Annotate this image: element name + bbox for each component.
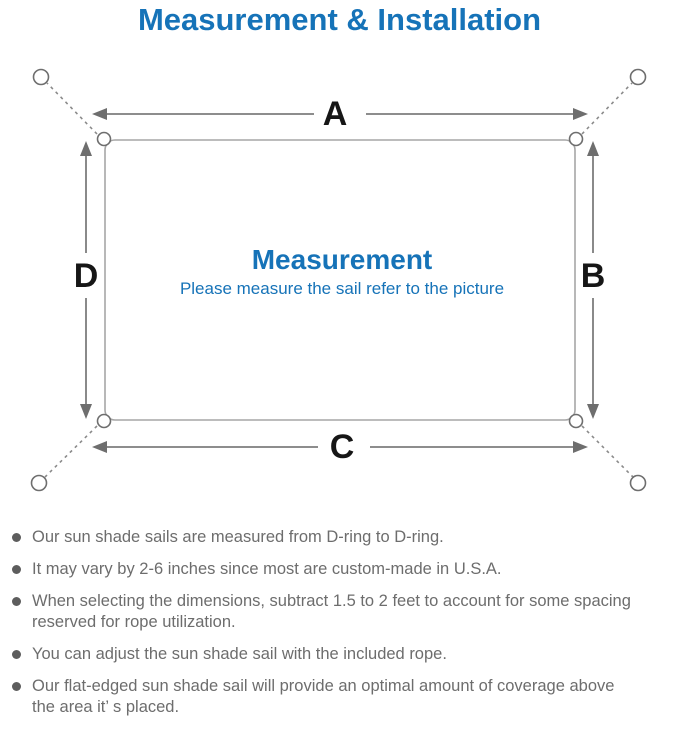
bullet-dot-icon xyxy=(12,565,21,574)
note-text: You can adjust the sun shade sail with t… xyxy=(32,645,447,663)
dimension-line-b xyxy=(587,141,599,419)
note-item: It may vary by 2-6 inches since most are… xyxy=(10,559,670,580)
dimension-label-b: B xyxy=(580,257,606,295)
sail-outline xyxy=(104,139,576,421)
note-item: Our sun shade sails are measured from D-… xyxy=(10,527,670,548)
dimension-line-d xyxy=(80,141,92,419)
dimension-label-c: C xyxy=(329,428,355,466)
anchor-ring-top-right xyxy=(629,68,647,86)
d-rings xyxy=(96,131,584,429)
anchor-ring-bottom-right xyxy=(629,474,647,492)
dimension-label-d: D xyxy=(73,257,99,295)
note-text: Our flat-edged sun shade sail will provi… xyxy=(32,677,615,716)
rope-line-top-right xyxy=(581,82,633,135)
diagram-caption-subtitle: Please measure the sail refer to the pic… xyxy=(179,279,505,298)
dimension-line-a xyxy=(92,108,588,120)
anchor-ring-bottom-left xyxy=(30,474,48,492)
measurement-notes-list: Our sun shade sails are measured from D-… xyxy=(10,527,670,729)
note-text: Our sun shade sails are measured from D-… xyxy=(32,528,444,546)
d-ring-top-right xyxy=(568,131,584,147)
d-ring-top-left xyxy=(96,131,112,147)
anchor-ring-top-left xyxy=(32,68,50,86)
bullet-dot-icon xyxy=(12,650,21,659)
d-ring-bottom-left xyxy=(96,413,112,429)
dimension-label-a: A xyxy=(322,95,348,133)
arrowhead-c-right-icon xyxy=(573,441,588,453)
arrowhead-a-right-icon xyxy=(573,108,588,120)
arrowhead-a-left-icon xyxy=(92,108,107,120)
rope-lines xyxy=(44,82,634,478)
diagram-caption-title: Measurement xyxy=(251,244,433,275)
anchor-points xyxy=(30,68,647,492)
note-item: When selecting the dimensions, subtract … xyxy=(10,591,670,633)
rope-line-bottom-left xyxy=(44,425,98,478)
rope-line-bottom-right xyxy=(581,425,634,478)
note-text: It may vary by 2-6 inches since most are… xyxy=(32,560,502,578)
bullet-dot-icon xyxy=(12,597,21,606)
arrowhead-b-down-icon xyxy=(587,404,599,419)
page-title: Measurement & Installation xyxy=(137,2,542,37)
arrowhead-b-up-icon xyxy=(587,141,599,156)
measurement-diagram xyxy=(0,56,679,516)
sail-diagram-graphic xyxy=(30,68,647,492)
note-item: You can adjust the sun shade sail with t… xyxy=(10,644,670,665)
arrowhead-c-left-icon xyxy=(92,441,107,453)
dimension-line-c xyxy=(92,441,588,453)
diagram-caption: Measurement Please measure the sail refe… xyxy=(132,244,552,298)
arrowhead-d-up-icon xyxy=(80,141,92,156)
arrowhead-d-down-icon xyxy=(80,404,92,419)
d-ring-bottom-right xyxy=(568,413,584,429)
bullet-dot-icon xyxy=(12,682,21,691)
bullet-dot-icon xyxy=(12,533,21,542)
note-item: Our flat-edged sun shade sail will provi… xyxy=(10,676,670,718)
note-text: When selecting the dimensions, subtract … xyxy=(32,592,631,631)
rope-line-top-left xyxy=(46,82,98,135)
